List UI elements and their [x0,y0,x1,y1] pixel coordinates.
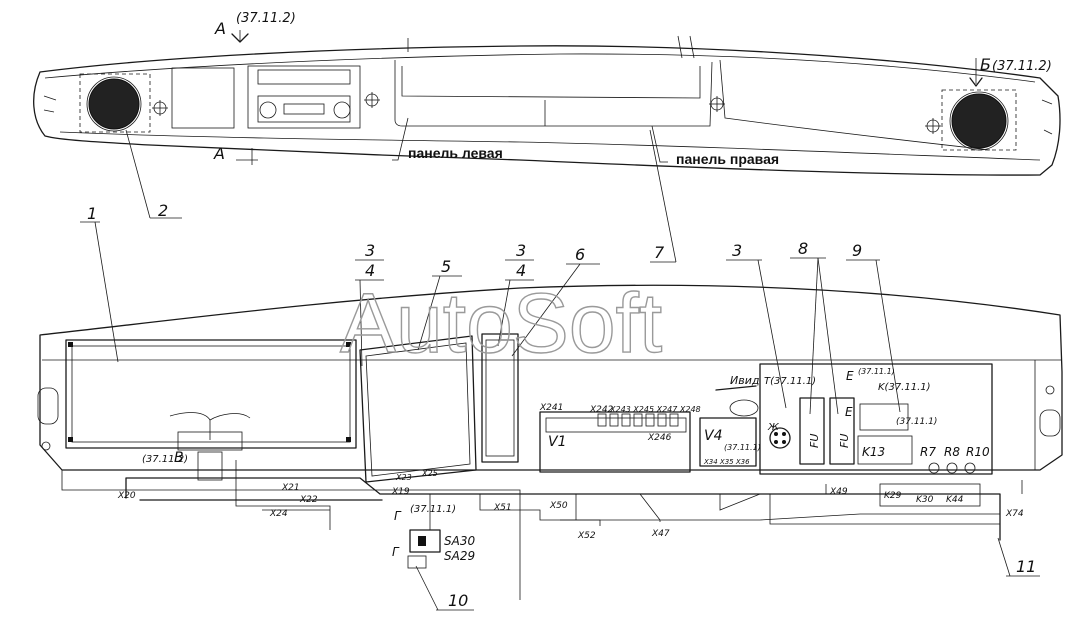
section-mark-b-right: Б (37.11.2) [969,55,1052,87]
x20-label: X20 [117,491,136,501]
x47-label: X47 [651,529,670,539]
v-letter-label: В [174,450,184,466]
callout-1: 1 [87,204,97,223]
panel-6-box [481,333,519,463]
k29-label: K29 [884,491,902,501]
steering-mount [169,412,251,481]
top-panel-outline [33,35,1061,176]
x74-label: X74 [1005,509,1024,519]
e-ref-label: (37.11.1) [858,367,895,376]
callout-leaders [80,221,1040,611]
r8-label: R8 [944,445,960,459]
leader-lines-top [125,129,677,263]
callout-2: 2 [158,201,168,220]
sa30-label: SA30 [444,534,475,548]
lower-panel-outline [37,284,1063,600]
v4-ref: (37.11.1) [724,443,761,452]
v1-label: V1 [548,434,566,450]
k44-label: K44 [946,495,964,505]
connector-labels: X20 X21 X22 X24 X19 X23 X25 X51 X50 X52 … [117,469,1024,541]
callout-7: 7 [654,243,665,262]
wire-harness [125,460,1023,541]
x51-label: X51 [493,503,512,513]
v1-block: V1 X241 X242 X243 X245 X247 X248 X246 [539,403,701,473]
r7-label: R7 [920,445,936,459]
g2-label: Г [392,545,400,559]
x52-label: X52 [577,531,596,541]
x34-label: X34 X35 X36 [703,458,750,466]
callout-9: 9 [852,241,862,260]
section-mark-a-bottom: А [213,144,258,165]
fu1-label: FU [808,434,821,448]
ivid-label: Ивид [730,374,759,387]
panel-label-left-group: панель левая [392,117,503,161]
v4-block: V4 (37.11.1) X34 X35 X36 [699,417,761,467]
section-a-top-ref: (37.11.2) [236,11,296,26]
panel-label-left: панель левая [408,145,503,161]
ivid-handle: Ивид T(37.11.1) [715,374,816,417]
v-ref-label: (37.11.2) [142,454,188,465]
zh-label: Ж [767,422,780,433]
relay-box: K13 K(37.11.1) E E (37.11.1) (37.11.1) R… [759,363,993,475]
g1-label: Г [394,509,402,523]
callout-3b: 3 [516,241,526,260]
panel-1-box [65,339,357,449]
x243-label: X243 X245 X247 X248 [609,405,701,414]
x242-label: X242 [589,405,614,415]
section-a-top-letter: А [214,19,226,38]
callout-10: 10 [448,591,468,610]
k30-label: K30 [916,495,934,505]
k-ref2-label: (37.11.1) [896,417,937,427]
e-top-label: E [846,369,854,383]
callout-4b: 4 [516,261,526,280]
x241-label: X241 [539,403,563,413]
v4-label: V4 [704,428,722,444]
k13-label: K13 [862,445,885,459]
x49-label: X49 [829,487,848,497]
x19-label: X19 [391,487,410,497]
fuse-block-1: FU [799,397,825,465]
section-b-letter: Б [980,55,991,74]
callout-5: 5 [441,257,451,276]
x23-label: X23 [395,473,412,482]
callout-8: 8 [798,239,808,258]
x25-label: X25 [421,469,438,478]
t-ref-label: T(37.11.1) [764,376,816,387]
g-ref-label: (37.11.1) [410,504,456,515]
callout-3a: 3 [365,241,375,260]
switch-sa: SA30 SA29 Г Г (37.11.1) [392,504,475,569]
sa29-label: SA29 [444,549,475,563]
callout-11: 11 [1016,557,1036,576]
panel-5-box [359,335,477,483]
fu2-label: FU [838,434,851,448]
section-b-ref: (37.11.2) [992,59,1052,74]
x22-label: X22 [299,495,318,505]
k-ref-label: K(37.11.1) [878,382,931,393]
callout-3c: 3 [732,241,742,260]
e-mid-label: E [845,405,853,419]
callout-6: 6 [575,245,585,264]
section-a-bottom-letter: А [213,144,225,163]
x21-label: X21 [281,483,300,493]
section-mark-a-top: А (37.11.2) [214,11,296,43]
watermark: AutoSoft [340,276,662,370]
panel-label-right-group: панель правая [651,125,779,167]
panel-label-right: панель правая [676,151,779,167]
relay-zh: Ж [767,422,791,449]
x24-label: X24 [269,509,288,519]
callout-4a: 4 [365,261,375,280]
fuse-block-2: FU [829,397,855,465]
lower-relays: K29 K30 K44 [879,483,981,507]
r10-label: R10 [966,445,990,459]
x246-label: X246 [647,433,672,443]
x50-label: X50 [549,501,568,511]
